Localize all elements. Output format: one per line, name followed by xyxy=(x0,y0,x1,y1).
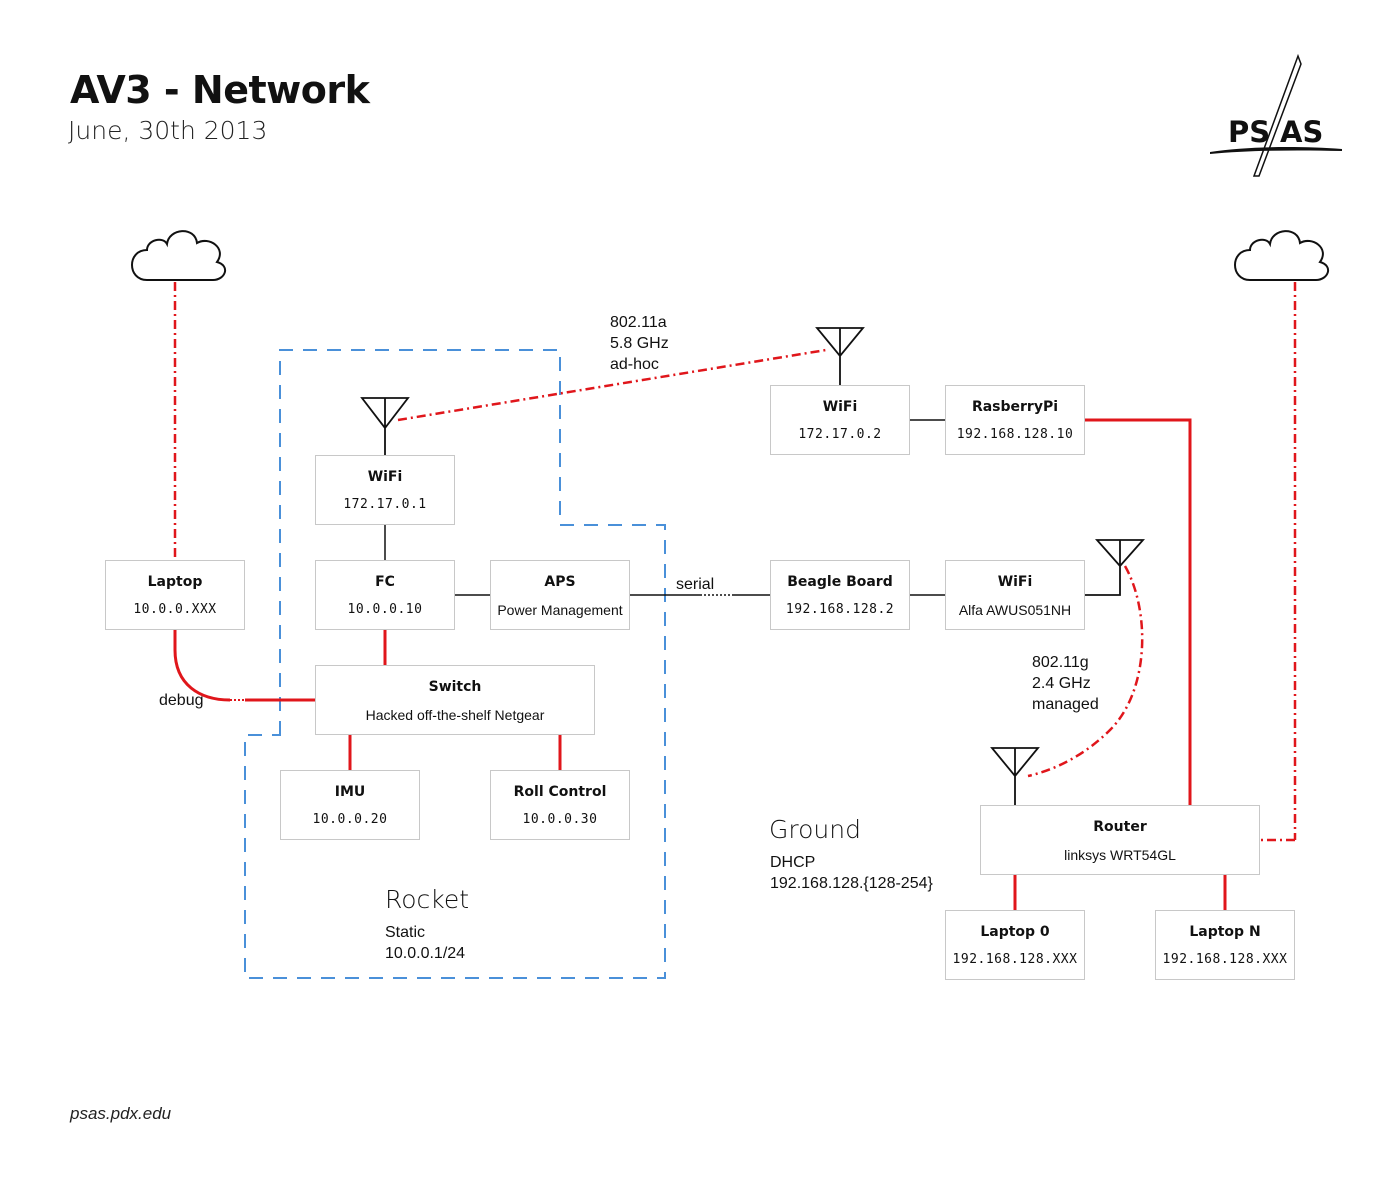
rocket-wifi-node: WiFi 172.17.0.1 xyxy=(315,455,455,525)
node-title: WiFi xyxy=(822,399,858,415)
node-title: Switch xyxy=(428,679,482,695)
laptop-0-node: Laptop 0 192.168.128.XXX xyxy=(945,910,1085,980)
node-subtitle: 10.0.0.30 xyxy=(522,812,598,827)
node-subtitle: 192.168.128.XXX xyxy=(1162,952,1288,967)
antenna-icon xyxy=(360,397,410,455)
wifi-g-label: 802.11g 2.4 GHz managed xyxy=(1032,654,1099,713)
debug-laptop-node: Laptop 10.0.0.XXX xyxy=(105,560,245,630)
node-subtitle: 192.168.128.10 xyxy=(956,427,1074,442)
roll-control-node: Roll Control 10.0.0.30 xyxy=(490,770,630,840)
node-title: Laptop N xyxy=(1189,924,1261,940)
page-date: June, 30th 2013 xyxy=(68,116,268,145)
antenna-icon xyxy=(1085,539,1145,596)
node-subtitle: linksys WRT54GL xyxy=(1064,847,1176,863)
node-title: IMU xyxy=(334,784,366,800)
antenna-icon xyxy=(815,327,865,385)
footer-url: psas.pdx.edu xyxy=(70,1104,172,1123)
rocket-zone-title: Rocket xyxy=(385,885,470,914)
psas-logo: PS AS xyxy=(1210,53,1342,177)
ethernet-links xyxy=(173,418,1227,910)
beagle-board-node: Beagle Board 192.168.128.2 xyxy=(770,560,910,630)
node-subtitle: 10.0.0.10 xyxy=(347,602,423,617)
node-subtitle: Hacked off-the-shelf Netgear xyxy=(365,707,545,723)
node-title: Beagle Board xyxy=(787,574,893,590)
node-subtitle: Alfa AWUS051NH xyxy=(958,602,1072,618)
wifi-a-label: 802.11a 5.8 GHz ad-hoc xyxy=(610,314,669,373)
node-subtitle: 192.168.128.XXX xyxy=(952,952,1078,967)
rocket-boundary xyxy=(244,349,666,979)
fc-node: FC 10.0.0.10 xyxy=(315,560,455,630)
node-title: APS xyxy=(544,574,576,590)
wireless-links xyxy=(173,282,1297,842)
node-subtitle: 10.0.0.20 xyxy=(312,812,388,827)
aps-node: APS Power Management xyxy=(490,560,630,630)
ground-zone-title: Ground xyxy=(769,815,861,844)
switch-node: Switch Hacked off-the-shelf Netgear xyxy=(315,665,595,735)
plain-links xyxy=(384,419,945,596)
debug-label: debug xyxy=(159,692,204,709)
node-title: Laptop xyxy=(147,574,203,590)
imu-node: IMU 10.0.0.20 xyxy=(280,770,420,840)
page-title: AV3 - Network xyxy=(70,68,370,112)
node-subtitle: 192.168.128.2 xyxy=(785,602,895,617)
node-title: FC xyxy=(375,574,395,590)
node-title: Laptop 0 xyxy=(980,924,1050,940)
laptop-n-node: Laptop N 192.168.128.XXX xyxy=(1155,910,1295,980)
ground-wifi-node: WiFi 172.17.0.2 xyxy=(770,385,910,455)
raspberry-pi-node: RasberryPi 192.168.128.10 xyxy=(945,385,1085,455)
node-title: WiFi xyxy=(997,574,1033,590)
alfa-wifi-node: WiFi Alfa AWUS051NH xyxy=(945,560,1085,630)
logo-text-right: AS xyxy=(1280,115,1323,149)
cloud-icon xyxy=(1234,230,1330,281)
node-subtitle: 172.17.0.2 xyxy=(798,427,882,442)
cloud-icon xyxy=(131,230,227,281)
router-node: Router linksys WRT54GL xyxy=(980,805,1260,875)
antenna-icon xyxy=(990,747,1040,805)
logo-text-left: PS xyxy=(1228,115,1270,149)
node-subtitle: Power Management xyxy=(497,602,623,618)
node-subtitle: 10.0.0.XXX xyxy=(133,602,217,617)
node-title: WiFi xyxy=(367,469,403,485)
node-title: Router xyxy=(1093,819,1147,835)
node-title: Roll Control xyxy=(513,784,607,800)
ground-zone-details: DHCP 192.168.128.{128-254} xyxy=(770,854,933,892)
serial-label: serial xyxy=(676,576,715,593)
rocket-zone-details: Static 10.0.0.1/24 xyxy=(385,924,466,962)
node-title: RasberryPi xyxy=(971,399,1059,415)
node-subtitle: 172.17.0.1 xyxy=(343,497,427,512)
